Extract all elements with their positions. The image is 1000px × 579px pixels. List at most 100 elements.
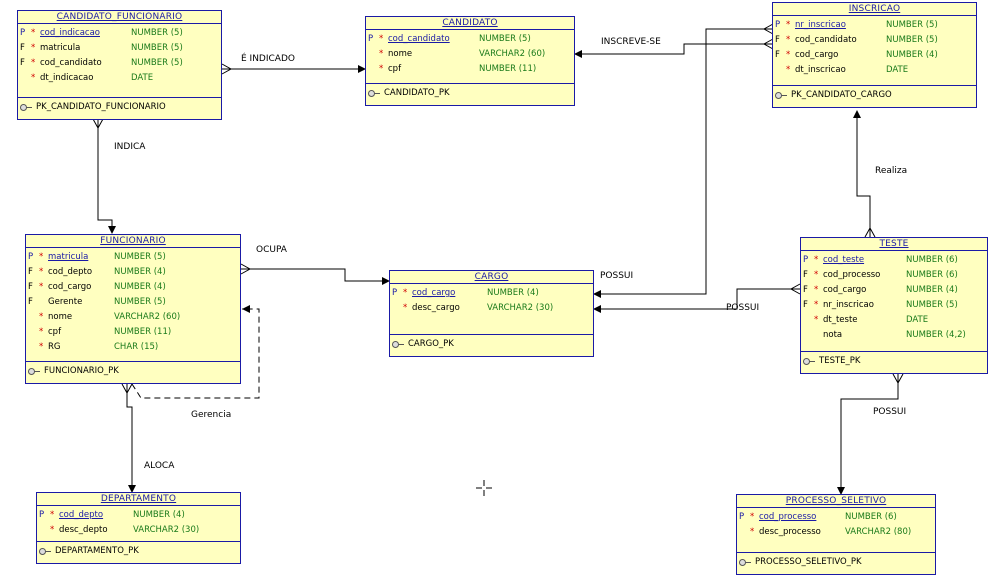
- mandatory-flag: *: [786, 65, 791, 75]
- mandatory-flag: *: [50, 510, 55, 520]
- rel-realiza-crowfoot: [864, 226, 876, 238]
- crosshair-cursor-icon: [476, 480, 492, 496]
- primary-key-constraint[interactable]: CANDIDATO_PK: [368, 86, 450, 100]
- column-type: NUMBER (5): [886, 20, 938, 30]
- column-type: NUMBER (5): [114, 297, 166, 307]
- column-type: VARCHAR2 (30): [133, 525, 200, 535]
- rel-ocupa-crowfoot: [240, 263, 252, 275]
- primary-key-constraint[interactable]: TESTE_PK: [803, 354, 860, 368]
- column-name: nome: [388, 49, 413, 59]
- primary-key-name: DEPARTAMENTO_PK: [55, 546, 139, 556]
- primary-key-constraint[interactable]: PK_CANDIDATO_CARGO: [775, 88, 892, 102]
- mandatory-flag: *: [379, 34, 384, 44]
- mandatory-flag: *: [750, 527, 755, 537]
- primary-key-name: PK_CANDIDATO_CARGO: [791, 90, 892, 100]
- key-flag: F: [803, 285, 808, 295]
- column-type: NUMBER (5): [906, 300, 958, 310]
- rel-ocupa-arrow: [382, 277, 390, 285]
- rel-aloca-arrow: [128, 485, 136, 493]
- rel-label-e-indicado: É INDICADO: [241, 54, 295, 64]
- column-name: cod_indicacao: [40, 28, 100, 38]
- key-flag: F: [803, 300, 808, 310]
- entity-divider: [801, 351, 987, 352]
- rel-label-possui-teste: POSSUI: [726, 303, 760, 313]
- primary-key-constraint[interactable]: DEPARTAMENTO_PK: [39, 544, 139, 558]
- primary-key-constraint[interactable]: CARGO_PK: [392, 337, 454, 351]
- column-name: cod_candidato: [795, 35, 857, 45]
- key-flag: F: [803, 270, 808, 280]
- entity-divider: [366, 83, 574, 84]
- entity-title: TESTE: [801, 238, 987, 251]
- column-type: VARCHAR2 (80): [845, 527, 912, 537]
- primary-key-constraint[interactable]: PK_CANDIDATO_FUNCIONARIO: [20, 100, 166, 114]
- rel-label-ocupa: OCUPA: [256, 245, 287, 255]
- column-type: NUMBER (4): [886, 50, 938, 60]
- column-type: NUMBER (5): [479, 34, 531, 44]
- key-flag: F: [28, 282, 33, 292]
- rel-possui-teste-crowfoot: [789, 283, 801, 295]
- column-type: VARCHAR2 (30): [487, 303, 554, 313]
- key-flag: P: [28, 252, 34, 262]
- mandatory-flag: *: [786, 20, 791, 30]
- rel-possui-inscricao-arrow: [593, 290, 601, 298]
- column-name: RG: [48, 342, 61, 352]
- mandatory-flag: *: [39, 342, 44, 352]
- key-icon: [20, 103, 32, 111]
- column-name: cod_cargo: [823, 285, 867, 295]
- rel-e-indicado-crowfoot: [221, 63, 233, 75]
- rel-possui-inscricao-crowfoot: [762, 23, 774, 35]
- primary-key-constraint[interactable]: FUNCIONARIO_PK: [28, 364, 119, 378]
- mandatory-flag: *: [786, 35, 791, 45]
- column-name: cod_depto: [48, 267, 93, 277]
- rel-label-gerencia: Gerencia: [191, 410, 232, 420]
- column-type: NUMBER (11): [114, 327, 172, 337]
- column-type: VARCHAR2 (60): [479, 49, 546, 59]
- entity-divider: [26, 361, 240, 362]
- rel-inscreve-se-crowfoot: [762, 38, 774, 50]
- primary-key-constraint[interactable]: PROCESSO_SELETIVO_PK: [739, 555, 862, 569]
- column-name: cod_cargo: [48, 282, 92, 292]
